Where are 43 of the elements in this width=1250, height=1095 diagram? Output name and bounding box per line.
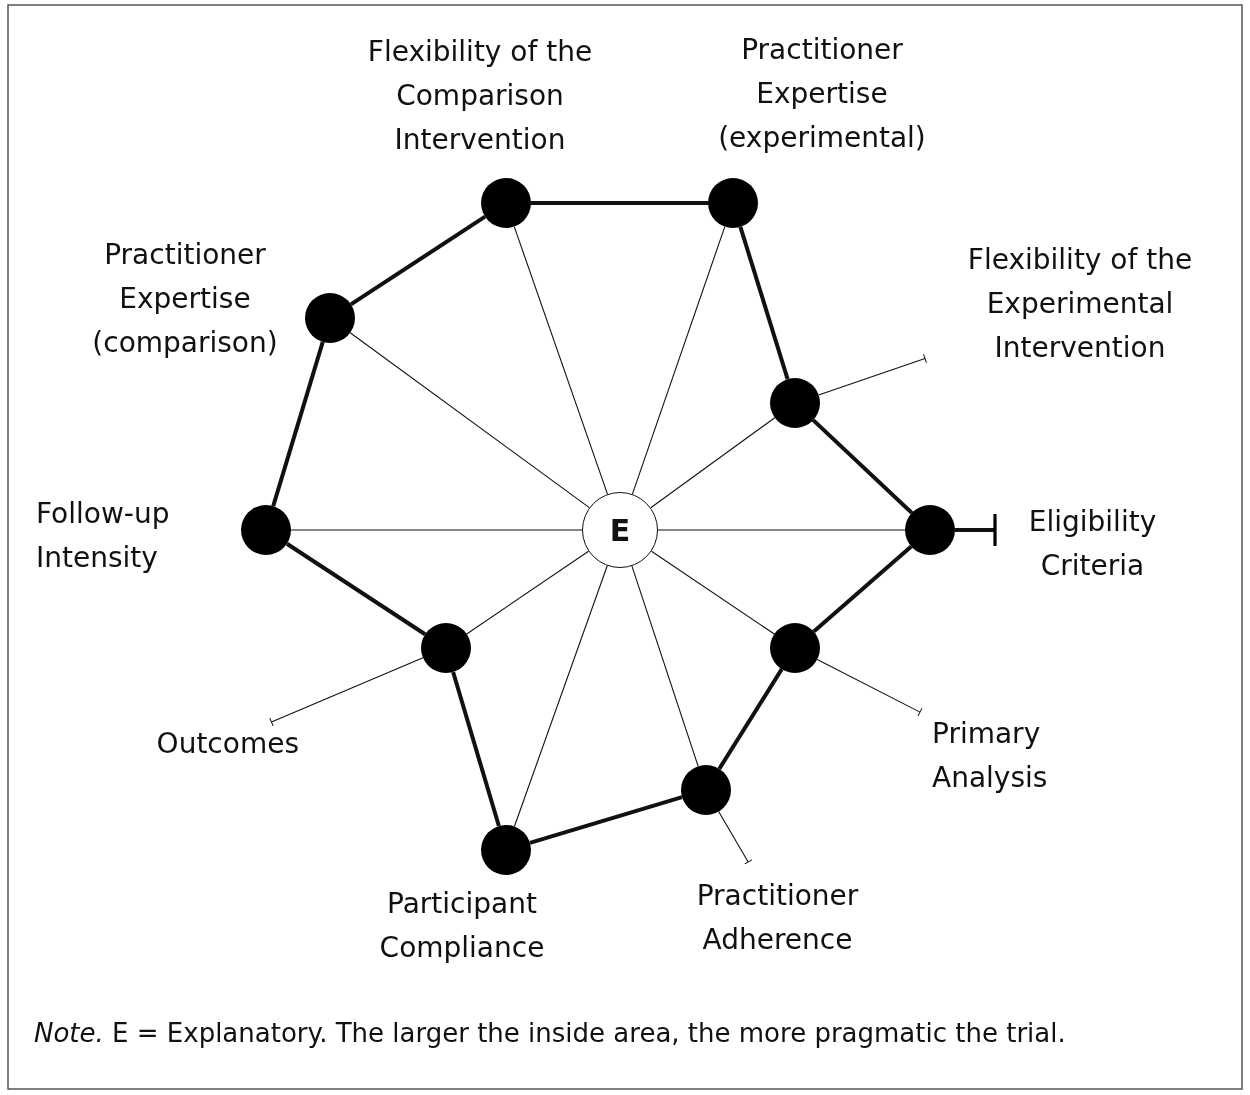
dot-marker <box>905 505 955 555</box>
spoke-line <box>290 529 583 531</box>
polygon-edge <box>349 215 487 306</box>
dot-label: Participant Compliance <box>378 886 546 966</box>
dot-label: Follow-up Intensity <box>36 496 171 576</box>
polygon-edge <box>738 226 790 380</box>
spoke-line <box>513 565 608 827</box>
dot-marker <box>708 178 758 228</box>
center-circle: E <box>582 492 658 568</box>
polygon-edge <box>285 542 427 636</box>
polygon-edge <box>812 544 913 634</box>
dot-marker <box>421 623 471 673</box>
polygon-edge <box>451 671 501 827</box>
spoke-line <box>513 226 609 495</box>
dot-marker <box>770 378 820 428</box>
dot-label: Practitioner Expertise (comparison) <box>91 237 279 361</box>
spoke-line <box>650 550 775 635</box>
polygon-edge <box>271 341 325 507</box>
node-label: Outcomes <box>155 726 299 762</box>
dot-marker <box>241 505 291 555</box>
node-label: Flexibility of the Experimental Intervention <box>966 242 1194 366</box>
polygon-edge <box>529 795 683 845</box>
polygon-edge <box>531 201 708 205</box>
dot-label: Flexibility of the Comparison Intervention <box>366 34 594 158</box>
spoke-line <box>349 332 590 509</box>
dot-marker <box>481 178 531 228</box>
node-label: Eligibility Criteria <box>1027 504 1158 584</box>
spoke-line <box>631 226 726 495</box>
spoke-line <box>650 417 776 509</box>
caption-note: Note. E = Explanatory. The larger the inside area, the more pragmatic the trial. <box>34 1018 1066 1048</box>
node-label: Practitioner Adherence <box>695 878 860 958</box>
dot-marker <box>770 623 820 673</box>
dot-marker <box>481 825 531 875</box>
polygon-edge <box>811 418 914 515</box>
spoke-line <box>631 565 699 767</box>
leader-line <box>955 512 997 548</box>
spoke-line <box>657 529 906 531</box>
dot-label: Practitioner Expertise (experimental) <box>717 32 927 156</box>
dot-marker <box>681 765 731 815</box>
polygon-edge <box>717 668 784 770</box>
dot-marker <box>305 293 355 343</box>
node-label: Primary Analysis <box>932 716 1049 796</box>
spoke-line <box>466 550 590 635</box>
